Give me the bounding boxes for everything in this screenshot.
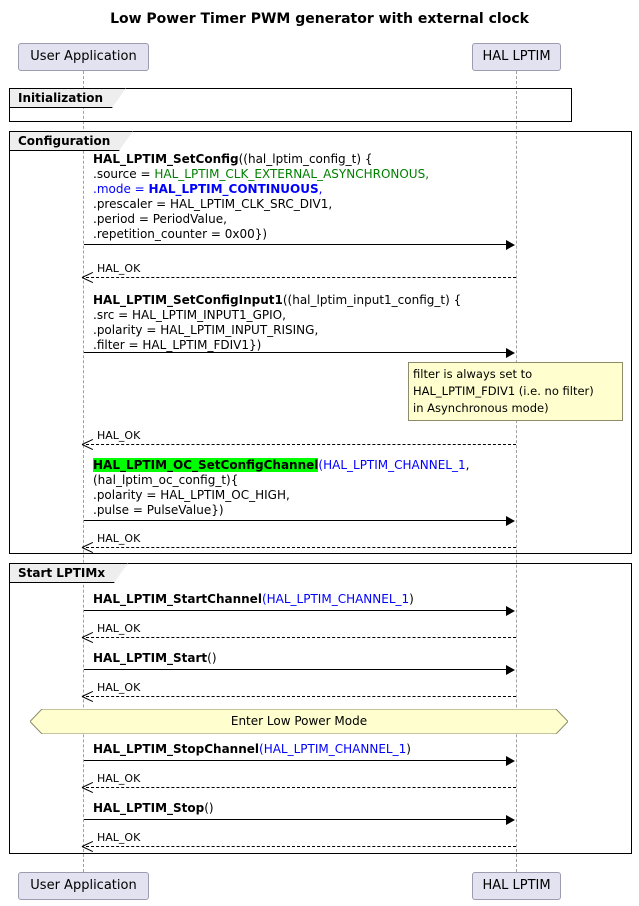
message-name-setconfiginput1: HAL_LPTIM_SetConfigInput1 [93,293,283,307]
arrow-return-1 [86,277,516,278]
message-name-start: HAL_LPTIM_Start [93,651,208,665]
note-line-1: filter is always set to [413,367,533,381]
divider-hexagon-shape [30,709,568,734]
arrow-stopchannel [84,760,508,761]
setconfig-mode-value: HAL_LPTIM_CONTINUOUS [148,182,319,196]
arrowhead-oc-setconfigchannel [506,516,515,526]
message-name-oc-setconfigchannel: HAL_LPTIM_OC_SetConfigChannel [93,458,319,472]
setconfiginput1-filter: .filter = HAL_LPTIM_FDIV1}) [93,338,262,352]
setconfig-period: .period = PeriodValue, [93,212,227,226]
note-filter-always-fdiv1: filter is always set to HAL_LPTIM_FDIV1 … [408,362,623,421]
arrow-return-4 [86,637,516,638]
message-label-oc-setconfigchannel: HAL_LPTIM_OC_SetConfigChannel(HAL_LPTIM_… [93,458,469,518]
setconfiginput1-src: .src = HAL_LPTIM_INPUT1_GPIO, [93,308,286,322]
setconfig-source-key: .source = [93,167,155,181]
group-configuration-label: Configuration [10,131,134,151]
page-title: Low Power Timer PWM generator with exter… [110,11,529,27]
group-start-lptimx: Start LPTIMx [9,563,632,854]
arrowhead-stopchannel [506,756,515,766]
lifeline-user-application [83,71,84,872]
arrowhead-return-1 [82,272,93,283]
arrowhead-setconfiginput1 [506,348,515,358]
setconfiginput1-polarity: .polarity = HAL_LPTIM_INPUT_RISING, [93,323,319,337]
arrow-start [84,669,508,670]
arrow-oc-setconfigchannel [84,520,508,521]
group-initialization: Initialization [9,88,572,122]
setconfig-mode-key: .mode = [93,182,149,196]
message-name-stopchannel: HAL_LPTIM_StopChannel [93,742,260,756]
arrow-stop [84,819,508,820]
arrow-return-7 [86,846,516,847]
setconfig-mode-tail: , [318,182,323,196]
oc-pulse-line: .pulse = PulseValue}) [93,503,224,517]
arrowhead-setconfig [506,240,515,250]
note-line-2: HAL_LPTIM_FDIV1 (i.e. no filter) [413,384,594,398]
message-label-setconfiginput1: HAL_LPTIM_SetConfigInput1((hal_lptim_inp… [93,293,461,353]
arrowhead-return-5 [82,691,93,702]
participant-hal-lptim-top[interactable]: HAL LPTIM [472,43,561,71]
oc-struct-line: (hal_lptim_oc_config_t){ [93,473,239,487]
return-label-6: HAL_OK [97,772,141,785]
arrowhead-return-7 [82,841,93,852]
arrow-return-2 [86,444,516,445]
return-label-4: HAL_OK [97,622,141,635]
group-configuration: Configuration [9,131,632,554]
arrow-return-6 [86,787,516,788]
message-label-setconfig: HAL_LPTIM_SetConfig((hal_lptim_config_t)… [93,152,429,242]
stop-args: () [204,801,214,815]
return-label-1: HAL_OK [97,262,141,275]
participant-user-application-bottom[interactable]: User Application [18,872,149,900]
arrowhead-startchannel [506,606,515,616]
setconfiginput1-open: ((hal_lptim_input1_config_t) { [282,293,462,307]
message-label-startchannel: HAL_LPTIM_StartChannel(HAL_LPTIM_CHANNEL… [93,592,414,607]
arrow-startchannel [84,610,508,611]
message-name-setconfig: HAL_LPTIM_SetConfig [93,152,239,166]
arrowhead-stop [506,815,515,825]
group-initialization-label: Initialization [10,88,127,108]
participant-hal-lptim-bottom[interactable]: HAL LPTIM [472,872,561,900]
group-start-lptimx-label: Start LPTIMx [10,563,129,583]
arrowhead-return-3 [82,542,93,553]
divider-label: Enter Low Power Mode [230,714,368,728]
arrow-setconfig [84,244,508,245]
stopchannel-open-paren: ( [259,742,264,756]
arrow-setconfiginput1 [84,352,508,353]
oc-polarity-line: .polarity = HAL_LPTIM_OC_HIGH, [93,488,290,502]
startchannel-close-paren: ) [409,592,414,606]
arrowhead-return-4 [82,632,93,643]
return-label-3: HAL_OK [97,532,141,545]
setconfig-prescaler: .prescaler = HAL_LPTIM_CLK_SRC_DIV1, [93,197,333,211]
message-label-start: HAL_LPTIM_Start() [93,651,217,666]
return-label-2: HAL_OK [97,429,141,442]
setconfig-source-value: HAL_LPTIM_CLK_EXTERNAL_ASYNCHRONOUS, [154,167,430,181]
message-label-stopchannel: HAL_LPTIM_StopChannel(HAL_LPTIM_CHANNEL_… [93,742,411,757]
oc-open-paren: ( [318,458,324,472]
arrowhead-return-6 [82,782,93,793]
lifeline-hal-lptim [516,71,517,872]
arrowhead-return-2 [82,439,93,450]
return-label-5: HAL_OK [97,681,141,694]
startchannel-open-paren: ( [261,592,267,606]
message-open-setconfig: ((hal_lptim_config_t) { [238,152,373,166]
divider-enter-low-power-mode: Enter Low Power Mode [30,709,568,734]
note-line-3: in Asynchronous mode) [413,401,549,415]
start-args: () [207,651,217,665]
return-label-7: HAL_OK [97,831,141,844]
message-name-startchannel: HAL_LPTIM_StartChannel [93,592,262,606]
startchannel-arg-channel: HAL_LPTIM_CHANNEL_1 [266,592,410,606]
arrow-return-3 [86,547,516,548]
oc-arg-channel: HAL_LPTIM_CHANNEL_1 [323,458,466,472]
participant-user-application-top[interactable]: User Application [18,43,149,71]
stopchannel-arg-channel: HAL_LPTIM_CHANNEL_1 [263,742,407,756]
message-name-stop: HAL_LPTIM_Stop [93,801,205,815]
arrowhead-start [506,665,515,675]
setconfig-repetition: .repetition_counter = 0x00}) [93,227,268,241]
stopchannel-close-paren: ) [406,742,411,756]
oc-arg-tail: , [465,458,470,472]
message-label-stop: HAL_LPTIM_Stop() [93,801,214,816]
arrow-return-5 [86,696,516,697]
